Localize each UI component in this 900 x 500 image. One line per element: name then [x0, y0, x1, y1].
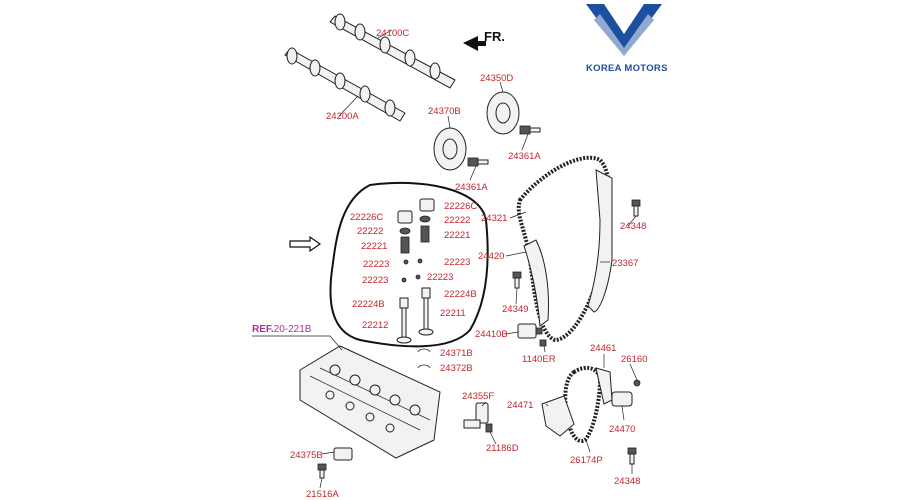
reference-prefix: REF.	[252, 324, 274, 335]
part-labels: 24100C 24200A 24350D 24370B 24361A 24361…	[252, 28, 647, 500]
cam-sprocket-intake	[433, 127, 467, 171]
label-bolt-guide: 24348	[620, 221, 646, 232]
logo-mark-inner-left	[594, 14, 624, 56]
cylinder-head	[299, 345, 441, 459]
label-tensioner: 24410B	[475, 329, 508, 340]
label-seal-left: 22224B	[352, 299, 385, 310]
oil-pump-arm	[541, 395, 575, 437]
label-sprocket-exhaust: 24350D	[480, 73, 513, 84]
label-chain-guide: 24321	[481, 213, 507, 224]
oil-control-valve	[463, 402, 493, 433]
cam-bolt-intake	[467, 157, 489, 167]
reference-value: 20-221B	[274, 324, 312, 335]
chain-tensioner	[517, 323, 543, 339]
label-sensor-bolt: 21516A	[306, 489, 339, 500]
chain-bolts	[512, 199, 641, 347]
leader-lines	[252, 29, 638, 489]
label-tensioner-arm: 24420	[478, 251, 504, 262]
label-bolt-arm: 24349	[502, 304, 528, 315]
label-oil-control-valve: 24355F	[462, 391, 494, 402]
label-spring-left: 22221	[361, 241, 387, 252]
chain-guide	[587, 169, 613, 313]
label-oil-pump-guide: 24461	[590, 343, 616, 354]
label-bolt-exhaust: 24361A	[508, 151, 541, 162]
logo-brand-text: KOREA MOTORS	[586, 63, 668, 74]
valve-components	[396, 198, 435, 344]
label-seal-right: 22224B	[444, 289, 477, 300]
label-bolt-upper-cover: 24371B	[440, 348, 473, 359]
label-spring-right: 22221	[444, 230, 470, 241]
oil-pump-tensioner	[611, 379, 641, 465]
korea-motors-logo: KOREA MOTORS	[586, 4, 668, 74]
logo-mark-inner-right	[624, 14, 654, 56]
label-oil-pump-tensioner: 24470	[609, 424, 635, 435]
label-oil-pump-arm: 24471	[507, 400, 533, 411]
label-cotter-lower-left: 22223	[362, 275, 388, 286]
direction-marker-text: FR.	[484, 29, 505, 44]
label-camshaft-intake: 24200A	[326, 111, 359, 122]
label-tappet-right: 22226C	[444, 201, 477, 212]
camshaft-intake	[284, 47, 406, 122]
label-cotter-right: 22223	[444, 257, 470, 268]
label-ocv-bolt: 21186D	[486, 443, 519, 454]
cam-bolt-exhaust	[519, 125, 541, 135]
valve-assembly-outline	[329, 181, 489, 348]
label-bolt-lower-cover: 24372B	[440, 363, 473, 374]
label-valve-right: 22211	[440, 308, 466, 319]
label-camshaft-exhaust: 24100C	[376, 28, 409, 39]
label-bolt-bottom: 24348	[614, 476, 640, 487]
cam-sprocket-exhaust	[486, 91, 520, 135]
label-oil-pump-chain: 26174P	[570, 455, 603, 466]
direction-arrow-icon	[463, 36, 486, 51]
reference-text: REF.20-221B	[252, 324, 312, 335]
label-retainer-left: 22222	[357, 226, 383, 237]
direction-marker: FR.	[463, 29, 505, 51]
label-cotter-left: 22223	[363, 259, 389, 270]
label-oil-pump-bolt: 26160	[621, 354, 647, 365]
label-retainer-right: 22222	[444, 215, 470, 226]
label-valve-left: 22212	[362, 320, 388, 331]
cam-sensor	[317, 447, 353, 479]
label-bolt-intake: 24361A	[455, 182, 488, 193]
tensioner-arm	[523, 239, 549, 327]
cover-bolts	[417, 348, 431, 369]
oil-pump-chain	[563, 365, 603, 443]
timing-chain	[516, 155, 613, 343]
label-sprocket-intake: 24370B	[428, 106, 461, 117]
label-oring: 1140ER	[522, 354, 556, 365]
label-tappet-left: 22226C	[350, 212, 383, 223]
pointer-arrow-icon	[289, 235, 322, 253]
label-sensor: 24375B	[290, 450, 323, 461]
label-cotter-lower-right: 22223	[427, 272, 453, 283]
label-chain: 23367	[612, 258, 638, 269]
camshaft-exhaust	[329, 13, 456, 89]
